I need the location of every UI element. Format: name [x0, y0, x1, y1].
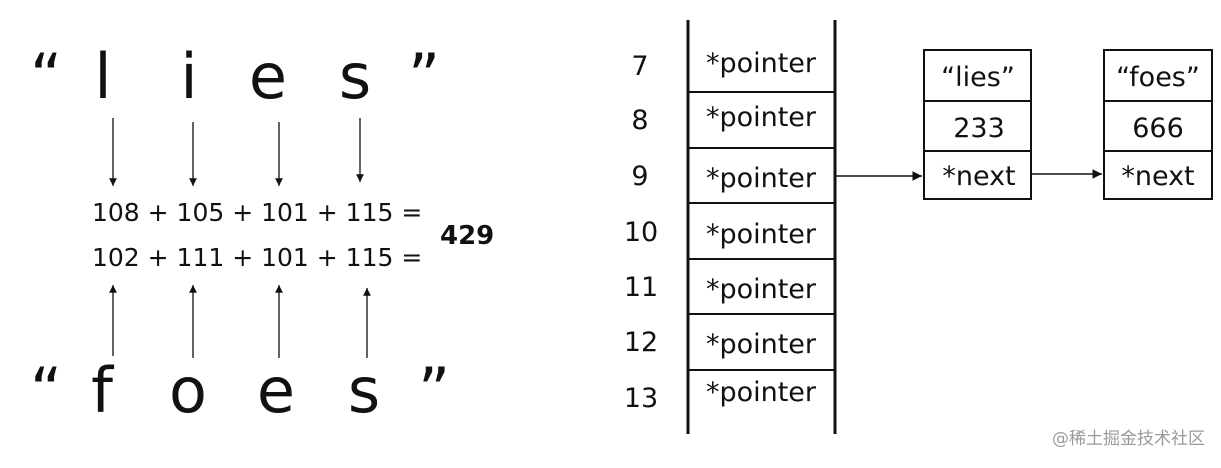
node2-key: “foes” — [1116, 62, 1200, 93]
slot-pointer-12: *pointer — [706, 329, 817, 360]
hash-result: 429 — [440, 221, 494, 251]
letter-o: o — [169, 354, 207, 427]
letter-s-top: s — [339, 40, 371, 113]
node1-next: *next — [942, 161, 1015, 192]
index-8: 8 — [631, 105, 648, 136]
sum-lies: 108 + 105 + 101 + 115 = — [92, 198, 422, 227]
letter-s-bottom: s — [348, 354, 380, 427]
word-lies: “ l i e s ” — [30, 40, 440, 113]
up-arrows — [109, 285, 371, 358]
close-quote-top: ” — [408, 40, 440, 113]
list-node-lies: “lies” 233 *next — [923, 49, 1032, 200]
index-7: 7 — [631, 51, 648, 82]
slot-pointer-10: *pointer — [706, 219, 817, 250]
slot-pointer-9: *pointer — [706, 163, 817, 194]
index-13: 13 — [624, 383, 658, 414]
node1-key: “lies” — [941, 62, 1015, 93]
node2-box — [1103, 49, 1213, 200]
word-foes: “ f o e s ” — [30, 354, 450, 427]
node1-value: 233 — [953, 113, 1005, 144]
watermark: @稀土掘金技术社区 — [1052, 429, 1205, 449]
close-quote-bottom: ” — [418, 354, 450, 427]
index-11: 11 — [624, 272, 658, 303]
hash-table: 7 8 9 10 11 12 13 *pointer *pointer *poi… — [624, 20, 837, 434]
slot-pointer-8: *pointer — [706, 102, 817, 133]
sum-foes: 102 + 111 + 101 + 115 = — [92, 243, 422, 272]
list-node-foes: “foes” 666 *next — [1103, 49, 1213, 200]
letter-l: l — [94, 40, 111, 113]
index-12: 12 — [624, 327, 658, 358]
slot-pointer-7: *pointer — [706, 48, 817, 79]
letter-e-bottom: e — [257, 354, 295, 427]
open-quote-top: “ — [30, 40, 62, 113]
node1-box — [923, 49, 1032, 200]
index-10: 10 — [624, 217, 658, 248]
slot-pointer-11: *pointer — [706, 274, 817, 305]
node2-value: 666 — [1132, 113, 1184, 144]
letter-f: f — [91, 354, 115, 427]
node2-next: *next — [1121, 161, 1194, 192]
letter-i: i — [180, 40, 197, 113]
slot-pointer-13: *pointer — [706, 377, 817, 408]
open-quote-bottom: “ — [30, 354, 62, 427]
index-9: 9 — [631, 161, 648, 192]
letter-e-top: e — [249, 40, 287, 113]
down-arrows — [109, 118, 364, 186]
